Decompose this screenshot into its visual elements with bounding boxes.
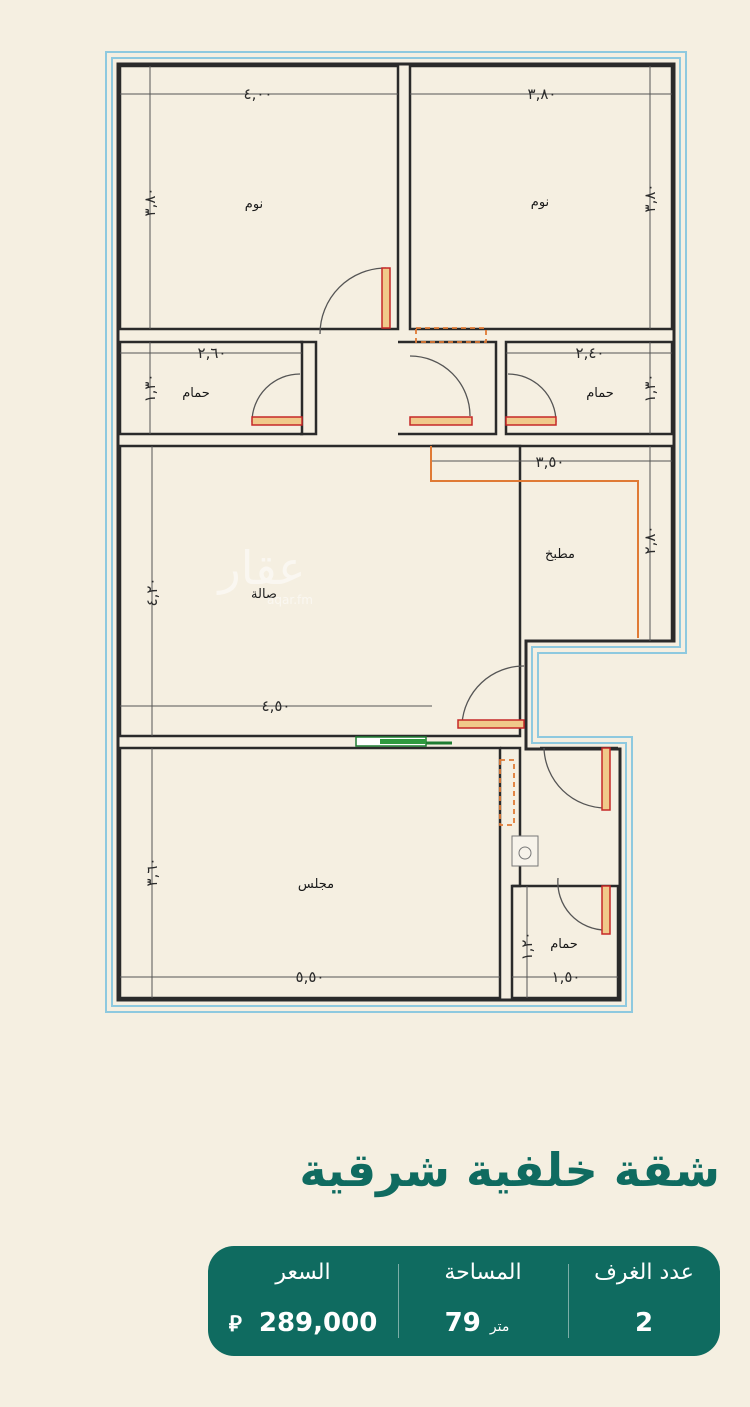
room-label-bedroom-left: نوم <box>245 197 263 212</box>
rooms-cell: عدد الغرف 2 <box>568 1246 720 1356</box>
dimension-lines <box>120 66 672 998</box>
dim-hall-height: ٤,٢٠ <box>143 578 161 607</box>
divider <box>568 1264 569 1338</box>
dim-hall-width: ٤,٥٠ <box>262 697 291 715</box>
area-value-row: متر 79 <box>398 1308 568 1338</box>
dim-bedroom-left-width: ٤,٠٠ <box>244 85 273 103</box>
room-label-bath-left: حمام <box>182 386 210 401</box>
room-label-bath-right: حمام <box>586 386 614 401</box>
area-label: المساحة <box>444 1260 522 1285</box>
door-leaves <box>251 267 611 935</box>
outer-wall <box>116 62 676 1002</box>
dim-bedroom-left-height: ٣,٨٠ <box>141 188 159 217</box>
riyal-icon: ⃁ <box>228 1312 242 1337</box>
room-label-bedroom-right: نوم <box>531 195 549 210</box>
dim-bath-small-width: ١,٥٠ <box>552 968 581 986</box>
dim-kitchen-height: ٢,٨٠ <box>641 526 659 555</box>
kitchen-counter-line <box>430 446 639 638</box>
dim-majlis-height: ٣,٦٠ <box>143 858 161 887</box>
area-value: 79 <box>444 1308 481 1338</box>
dim-bath-left-width: ٢,٦٠ <box>198 344 227 362</box>
rooms-value: 2 <box>634 1308 654 1338</box>
dim-bath-small-height: ١,٢٠ <box>518 932 536 961</box>
price-value-row: ⃁ 289,000 <box>208 1308 398 1338</box>
interior-walls <box>118 64 674 1000</box>
area-unit: متر <box>489 1319 510 1335</box>
room-label-bath-small: حمام <box>550 937 578 952</box>
rooms-label: عدد الغرف <box>594 1260 694 1285</box>
dim-majlis-width: ٥,٥٠ <box>296 968 325 986</box>
watermark-logo: عقار <box>217 541 306 595</box>
dim-kitchen-width: ٣,٥٠ <box>536 453 565 471</box>
listing-info-bar: عدد الغرف 2 المساحة متر 79 السعر ⃁ 289,0… <box>208 1246 720 1356</box>
dim-bath-right-width: ٢,٤٠ <box>576 344 605 362</box>
dashed-openings <box>415 327 515 826</box>
room-label-kitchen: مطبخ <box>545 547 575 562</box>
divider <box>398 1264 399 1338</box>
outer-wall-outline <box>105 51 687 1013</box>
dim-bath-right-height: ١,٣٠ <box>641 374 659 403</box>
price-label: السعر <box>275 1260 331 1285</box>
dim-bath-left-height: ١,٣٠ <box>141 374 159 403</box>
price-value: 289,000 <box>258 1308 378 1338</box>
dim-bedroom-right-height: ٣,٨٠ <box>641 184 659 213</box>
listing-title: شقة خلفية شرقية <box>299 1143 720 1197</box>
price-cell: السعر ⃁ 289,000 <box>208 1246 398 1356</box>
dim-bedroom-right-width: ٣,٨٠ <box>528 85 557 103</box>
appliance-icon <box>511 835 539 867</box>
room-label-hall: صالة <box>251 587 277 602</box>
floor-plan: نوم نوم حمام حمام مطبخ صالة مجلس حمام ٤,… <box>105 51 687 1013</box>
area-cell: المساحة متر 79 <box>398 1246 568 1356</box>
watermark-sub: aqar.fm <box>267 593 313 607</box>
door-swings <box>251 267 607 931</box>
room-label-majlis: مجلس <box>298 877 334 892</box>
sliding-door <box>355 736 452 747</box>
